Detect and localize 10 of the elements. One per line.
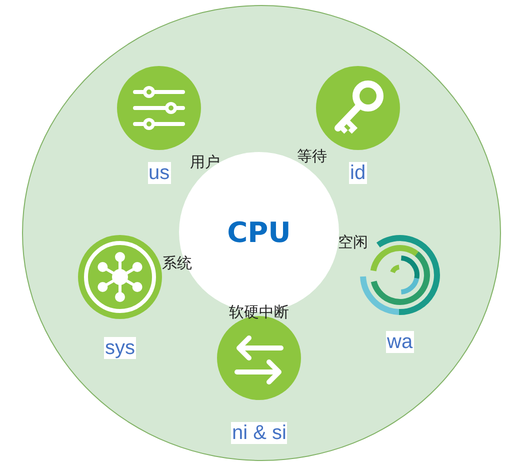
category-label: 空闲	[338, 234, 368, 251]
metric-label: us	[148, 162, 171, 184]
category-label: 用户	[190, 154, 220, 171]
metric-label: sys	[104, 337, 136, 359]
metric-label: id	[349, 162, 367, 184]
metric-label: wa	[386, 331, 414, 353]
category-label: 等待	[297, 148, 327, 165]
metric-label: ni & si	[231, 422, 288, 444]
category-label: 系统	[162, 255, 192, 272]
category-label: 软硬中断	[229, 304, 289, 321]
